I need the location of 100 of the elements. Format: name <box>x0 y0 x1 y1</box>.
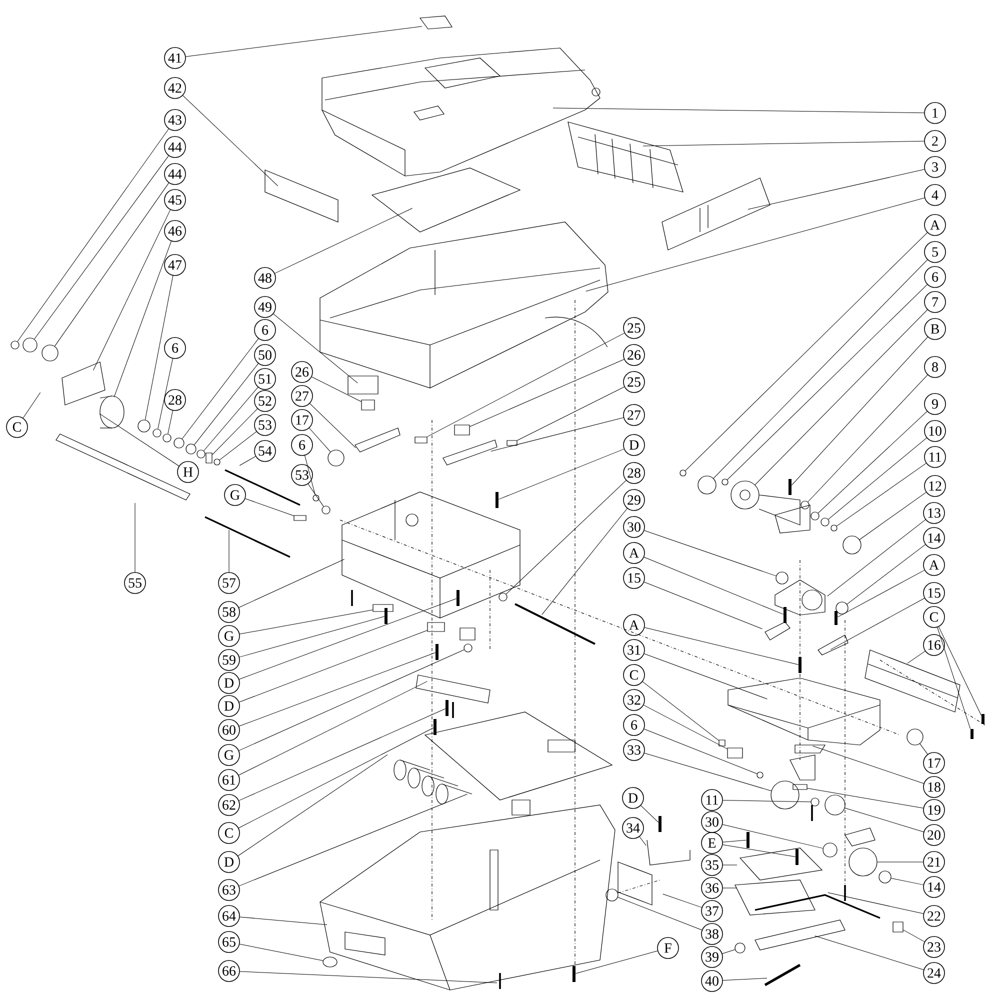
callout-number: 32 <box>623 689 645 711</box>
leader-line <box>644 627 799 665</box>
leader-line <box>238 630 428 702</box>
leader-line <box>722 864 738 866</box>
leader-line <box>238 559 345 608</box>
round-part <box>722 478 728 486</box>
callout-number: 37 <box>701 900 723 922</box>
leader-line <box>818 411 928 514</box>
callout-number: 7 <box>924 291 946 313</box>
callout-number: 46 <box>164 220 186 242</box>
leader-line <box>639 836 646 846</box>
leader-line <box>722 844 796 857</box>
round-part <box>800 500 810 510</box>
leader-line <box>273 314 358 384</box>
screw <box>798 657 802 673</box>
leader-line <box>791 336 928 486</box>
leader-line <box>890 878 924 886</box>
screw <box>384 608 388 624</box>
callout-number: 59 <box>218 649 240 671</box>
screw <box>970 729 974 739</box>
callout-number: 44 <box>164 163 186 185</box>
leader-line <box>644 728 758 774</box>
round-part <box>836 602 848 614</box>
callout-number: 34 <box>622 817 644 839</box>
small-part <box>206 452 212 464</box>
callout-number: 28 <box>164 389 186 411</box>
leader-line <box>830 598 925 650</box>
leader-line <box>186 26 422 57</box>
round-part <box>848 848 878 876</box>
leader-line <box>194 363 259 446</box>
leader-line <box>722 800 811 802</box>
leader-line <box>312 376 362 402</box>
leader-line <box>228 530 230 572</box>
callout-number: 25 <box>623 317 645 339</box>
round-part <box>606 888 618 902</box>
screw <box>658 816 662 832</box>
callout-number: 42 <box>164 77 186 99</box>
callout-number: D <box>218 695 240 717</box>
leader-line <box>644 556 784 615</box>
round-part <box>322 506 330 514</box>
leader-line <box>238 650 464 751</box>
leader-line <box>309 428 331 452</box>
small-part <box>427 622 445 632</box>
round-part <box>138 420 150 432</box>
callout-number: 50 <box>254 344 276 366</box>
leader-line <box>727 284 928 480</box>
leader-line <box>807 788 924 808</box>
leader-line <box>304 455 316 496</box>
leader-line <box>238 708 446 801</box>
leader-line <box>644 530 776 576</box>
leader-line <box>618 897 702 930</box>
callout-number: 6 <box>291 434 313 456</box>
round-part <box>830 524 838 532</box>
callout-number: D <box>218 851 240 873</box>
leader-line <box>644 654 768 700</box>
round-part <box>680 470 686 476</box>
leader-line <box>662 894 702 908</box>
callout-number: A <box>623 614 645 636</box>
leader-line <box>239 944 324 961</box>
round-part <box>770 780 800 810</box>
callout-number: 17 <box>291 409 313 431</box>
leader-line <box>844 808 924 832</box>
leader-line <box>837 570 925 618</box>
screw <box>572 966 576 982</box>
leader-line <box>506 480 626 594</box>
leader-line <box>828 438 927 520</box>
callout-number: 15 <box>623 567 645 589</box>
leader-line <box>812 746 924 784</box>
leader-line <box>808 374 928 502</box>
leader-line <box>575 950 658 974</box>
callout-number: 41 <box>164 47 186 69</box>
callout-number: 8 <box>924 356 946 378</box>
leader-line <box>239 456 256 466</box>
leader-line <box>907 650 926 664</box>
screw <box>456 590 460 606</box>
callout-number: 19 <box>923 799 945 821</box>
callout-number: H <box>177 461 199 483</box>
callout-number: 15 <box>923 582 945 604</box>
leader-line <box>859 492 926 540</box>
round-part <box>498 592 508 602</box>
callout-number: 51 <box>254 368 276 390</box>
round-part <box>42 344 58 362</box>
small-part <box>506 440 518 446</box>
callout-number: 55 <box>124 572 146 594</box>
callout-number: 17 <box>923 752 945 774</box>
leader-line <box>642 681 719 741</box>
callout-number: 2 <box>924 130 946 152</box>
leader-line <box>722 824 824 849</box>
screw <box>982 714 984 724</box>
callout-number: 27 <box>623 404 645 426</box>
small-part <box>414 436 428 444</box>
leader-line <box>643 704 728 750</box>
callout-number: A <box>623 542 645 564</box>
small-part <box>454 424 470 436</box>
leader-line <box>238 652 436 726</box>
screw <box>796 849 798 865</box>
leader-line <box>713 260 928 479</box>
callout-number: 16 <box>923 634 945 656</box>
leader-line <box>836 463 926 526</box>
callout-number: D <box>622 787 644 809</box>
